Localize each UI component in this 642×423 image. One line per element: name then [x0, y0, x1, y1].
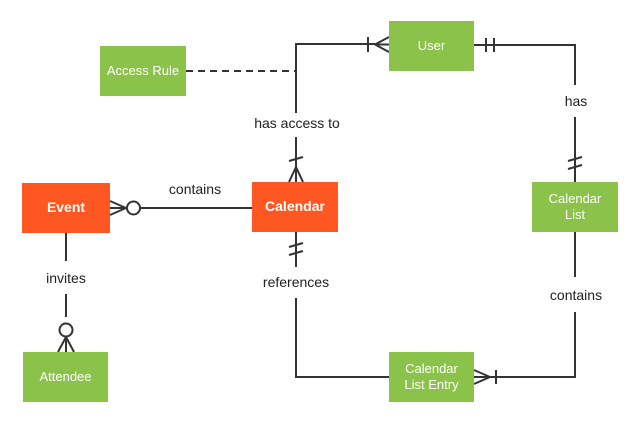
entity-calendar-list-entry-label: Calendar List Entry [404, 360, 459, 392]
edge-label-has: has [562, 93, 590, 109]
edge-line [295, 298, 389, 378]
entity-access-rule[interactable]: Access Rule [100, 46, 186, 96]
edge-calendar-list-contains-entry [473, 232, 576, 385]
crow-foot-many-icon [473, 369, 491, 385]
edge-event-contains-calendar [109, 200, 252, 216]
edge-label-contains-event-calendar: contains [166, 181, 224, 197]
zero-ring-icon [126, 200, 141, 216]
edge-label-contains-calendar-list: contains [547, 287, 605, 303]
edge-line [474, 44, 576, 85]
entity-calendar-list[interactable]: Calendar List [532, 182, 618, 232]
entity-calendar-list-entry[interactable]: Calendar List Entry [389, 352, 474, 402]
edge-label-has-access-to: has access to [252, 115, 342, 131]
edge-line [295, 43, 375, 113]
edge-line [490, 312, 576, 378]
entity-event-label: Event [46, 199, 86, 216]
edge-label-references: references [260, 274, 332, 290]
entity-attendee[interactable]: Attendee [23, 352, 108, 402]
edge-user-has-calendar-list [474, 38, 583, 182]
crow-foot-many-icon [57, 336, 75, 353]
crow-foot-many-icon [288, 166, 304, 183]
entity-user[interactable]: User [389, 21, 474, 71]
entity-user-label: User [417, 37, 446, 53]
zero-ring-icon [58, 322, 74, 338]
edge-calendar-references-entry [288, 232, 389, 378]
entity-calendar-label: Calendar [265, 198, 325, 215]
entity-access-rule-label: Access Rule [106, 62, 180, 78]
one-and-only-one-ticks-icon [567, 156, 583, 170]
crow-foot-many-icon [374, 36, 390, 53]
edge-label-invites: invites [44, 270, 88, 286]
entity-attendee-label: Attendee [39, 368, 92, 384]
entity-event[interactable]: Event [22, 183, 110, 233]
one-and-only-one-ticks-icon [288, 242, 304, 256]
edge-calendar-has-access-to-user [288, 36, 390, 183]
entity-calendar[interactable]: Calendar [252, 182, 338, 232]
entity-calendar-list-label: Calendar List [548, 190, 602, 222]
edge-event-invites-attendee [57, 233, 75, 353]
crow-foot-many-icon [109, 200, 127, 216]
